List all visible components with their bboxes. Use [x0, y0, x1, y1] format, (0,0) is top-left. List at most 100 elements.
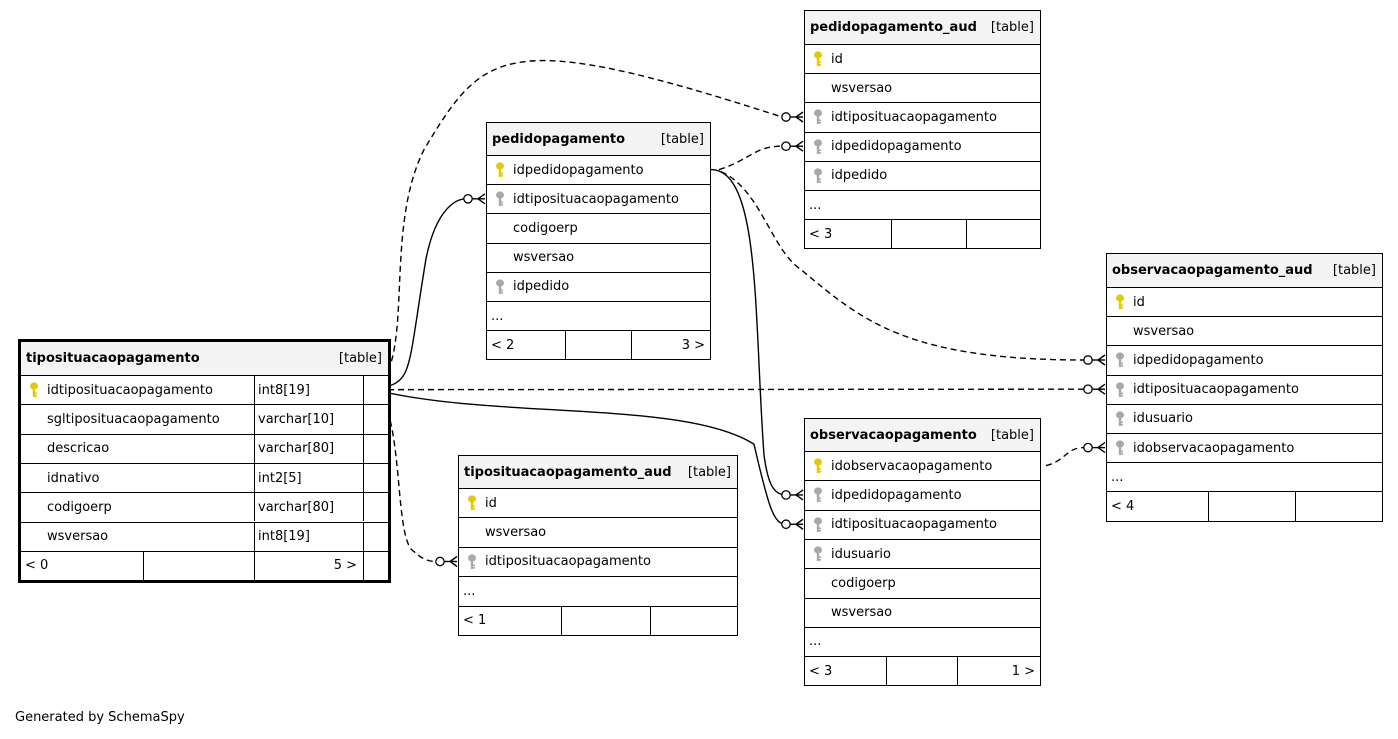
- column-row[interactable]: wsversao: [459, 517, 737, 546]
- column-name: id: [1133, 294, 1145, 310]
- children-count[interactable]: 5 >: [333, 558, 357, 574]
- key-cell: [805, 487, 831, 503]
- column-row[interactable]: idpedido: [487, 271, 710, 301]
- key-cell: [805, 51, 831, 67]
- column-row[interactable]: idpedidopagamento: [487, 155, 710, 184]
- column-row[interactable]: idtiposituacaopagamento: [1107, 374, 1382, 404]
- table-name: observacaopagamento_aud: [1112, 263, 1313, 278]
- parents-count[interactable]: < 3: [809, 226, 833, 242]
- primary-key-icon: [1115, 294, 1125, 310]
- primary-key-icon: [495, 162, 505, 178]
- column-name: idnativo: [47, 470, 100, 486]
- column-name: idpedidopagamento: [831, 139, 962, 155]
- table-name: tiposituacaopagamento: [26, 351, 200, 366]
- column-type: varchar[80]: [254, 434, 363, 463]
- parents-count[interactable]: < 4: [1111, 498, 1135, 514]
- column-type: int8[19]: [254, 376, 363, 405]
- column-name: wsversao: [513, 250, 575, 266]
- footer-divider: [363, 551, 364, 581]
- column-row[interactable]: codigoerp: [805, 568, 1040, 597]
- table-type-label: [table]: [687, 464, 731, 480]
- key-cell: [805, 546, 831, 562]
- relationship-tipo-pedidoaud: [377, 59, 783, 389]
- column-row[interactable]: idobservacaopagamento: [1107, 433, 1382, 462]
- column-row[interactable]: id: [805, 44, 1040, 73]
- column-row[interactable]: wsversao: [805, 73, 1040, 102]
- foreign-key-icon: [495, 279, 505, 295]
- table-tiposituacaopagamento[interactable]: tiposituacaopagamento [table] idtiposituac…: [18, 339, 391, 584]
- column-row[interactable]: idpedidopagamento: [1107, 345, 1382, 374]
- table-footer: < 2 3 >: [487, 330, 710, 360]
- column-row[interactable]: idobservacaopagamento: [805, 451, 1040, 480]
- column-row[interactable]: id: [459, 488, 737, 517]
- foreign-key-icon: [813, 487, 823, 503]
- generated-by-note: Generated by SchemaSpy: [15, 710, 185, 725]
- table-observacaopagamento[interactable]: observacaopagamento[table]idobservacaopa…: [804, 418, 1041, 687]
- table-footer: < 4: [1107, 491, 1383, 521]
- column-row[interactable]: idpedidopagamento: [805, 131, 1040, 161]
- column-row[interactable]: idtiposituacaopagamento: [805, 102, 1040, 131]
- table-observacaopagamento_aud[interactable]: observacaopagamento_aud [table] id wsversao…: [1106, 253, 1383, 522]
- crows-foot-end: [463, 193, 486, 205]
- column-row[interactable]: idusuario: [805, 538, 1040, 568]
- column-row[interactable]: wsversao: [805, 597, 1040, 627]
- table-header[interactable]: observacaopagamento[table]: [805, 419, 1040, 451]
- column-name: idpedidopagamento: [513, 162, 644, 178]
- table-header[interactable]: pedidopagamento [table]: [487, 123, 710, 155]
- column-row[interactable]: idtiposituacaopagamento: [805, 509, 1040, 539]
- column-row[interactable]: idpedido: [805, 160, 1040, 190]
- table-type-label: [table]: [338, 351, 382, 366]
- key-cell: [487, 279, 513, 295]
- children-count[interactable]: [650, 607, 738, 635]
- table-pedidopagamento[interactable]: pedidopagamento [table] idpedidopagamento i…: [486, 122, 711, 361]
- relationship-pedido-pedidoaud: [718, 145, 783, 171]
- column-name: idtiposituacaopagamento: [1133, 382, 1299, 398]
- column-divider: [363, 434, 364, 463]
- table-name: pedidopagamento: [492, 131, 626, 147]
- table-header[interactable]: observacaopagamento_aud [table]: [1107, 254, 1382, 287]
- footer-divider: [957, 657, 958, 686]
- column-row[interactable]: idpedidopagamento: [805, 480, 1040, 509]
- table-header[interactable]: tiposituacaopagamento_aud[table]: [459, 456, 737, 488]
- table-type-label: [table]: [990, 20, 1034, 35]
- parents-count[interactable]: < 3: [809, 663, 833, 679]
- table-footer: < 3 1 >: [805, 656, 1040, 686]
- children-count[interactable]: [966, 220, 1041, 248]
- column-row[interactable]: idtiposituacaopagamento: [487, 184, 710, 213]
- column-row[interactable]: id: [1107, 287, 1382, 316]
- table-type-label: [table]: [1332, 263, 1376, 278]
- children-count[interactable]: [1295, 492, 1383, 520]
- table-name: pedidopagamento_aud: [810, 20, 977, 35]
- column-row[interactable]: idtiposituacaopagamento: [459, 546, 737, 576]
- column-name: idusuario: [1133, 411, 1193, 427]
- column-name: idobservacaopagamento: [1133, 440, 1295, 456]
- footer-divider: [966, 220, 967, 249]
- column-name: idtiposituacaopagamento: [513, 191, 679, 207]
- column-row[interactable]: codigoerp: [487, 213, 710, 242]
- parents-count[interactable]: < 2: [491, 337, 515, 353]
- children-count[interactable]: 3 >: [681, 337, 705, 353]
- parents-count[interactable]: < 1: [463, 613, 487, 629]
- table-type-label: [table]: [660, 131, 704, 147]
- key-cell: [805, 517, 831, 533]
- column-type: int8[19]: [254, 522, 363, 551]
- column-row[interactable]: wsversao: [487, 242, 710, 272]
- footer-divider: [631, 331, 632, 360]
- column-divider: [363, 522, 364, 551]
- parents-count[interactable]: < 0: [25, 558, 49, 574]
- table-footer: < 1: [459, 605, 738, 635]
- children-count[interactable]: 1 >: [1011, 663, 1035, 679]
- column-name: sgltiposituacaopagamento: [47, 411, 220, 427]
- column-row[interactable]: wsversao: [1107, 316, 1382, 345]
- table-header[interactable]: pedidopagamento_aud [table]: [805, 11, 1040, 44]
- column-row[interactable]: idusuario: [1107, 403, 1382, 433]
- table-header[interactable]: tiposituacaopagamento [table]: [21, 342, 388, 375]
